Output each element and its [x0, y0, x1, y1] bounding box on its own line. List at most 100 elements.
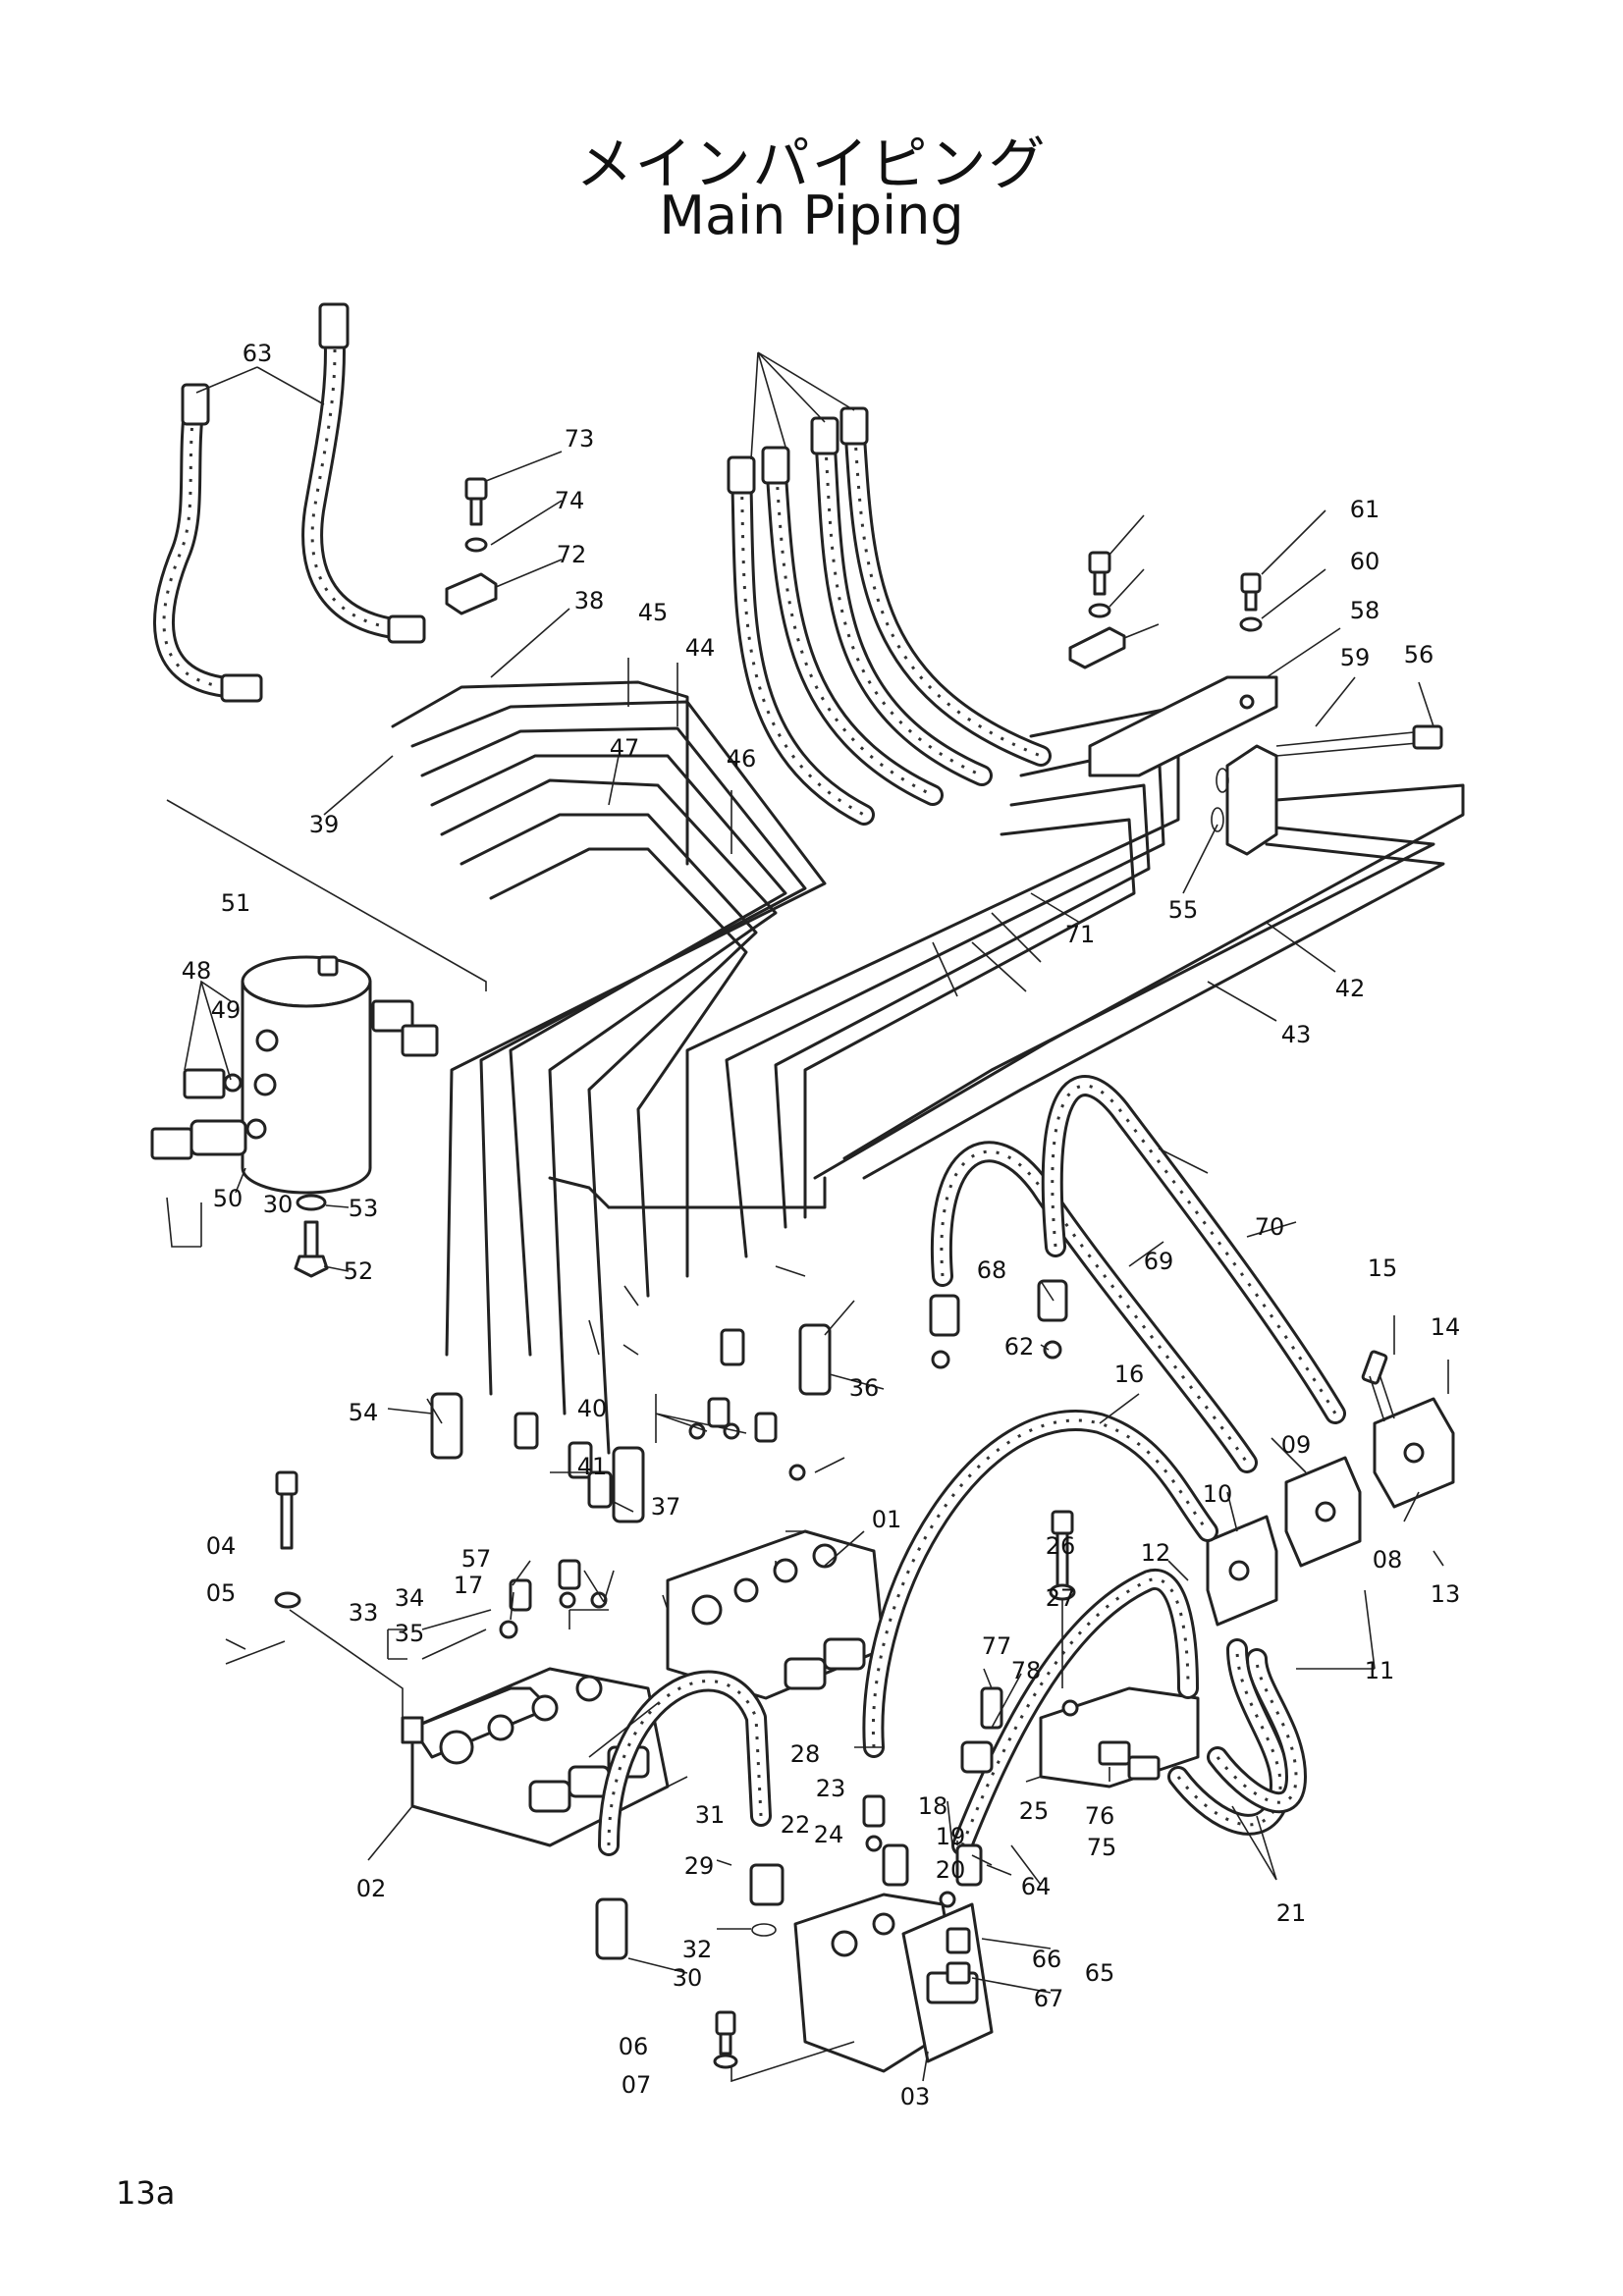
part-label-37: 37: [651, 1493, 681, 1521]
fitting-29-30-32: [595, 1863, 784, 1960]
part-label-42: 42: [1335, 975, 1366, 1002]
part-label-73: 73: [565, 425, 595, 453]
swivel-blocks-08-09-10: [1206, 1397, 1455, 1627]
part-label-58: 58: [1350, 597, 1380, 624]
part-label-49: 49: [211, 996, 242, 1024]
part-label-21: 21: [1276, 1899, 1307, 1927]
part-label-69: 69: [1144, 1248, 1174, 1275]
fittings-75-76: [1098, 1740, 1161, 1781]
bolts-73-74-72: [445, 477, 1263, 669]
part-label-59: 59: [1340, 644, 1371, 671]
part-label-04: 04: [206, 1532, 237, 1560]
part-label-33: 33: [349, 1599, 379, 1627]
leader-lines: [166, 351, 1449, 2082]
part-label-76: 76: [1085, 1802, 1115, 1830]
fitting-column-center: [688, 1323, 832, 1481]
hose-group-21: [1167, 1638, 1307, 1836]
part-label-52: 52: [344, 1257, 374, 1285]
hose-group-63-left: [153, 302, 426, 703]
part-label-13: 13: [1431, 1580, 1461, 1608]
rigid-pipe-bundle: [391, 680, 1465, 1455]
part-label-01: 01: [872, 1506, 902, 1533]
part-label-27: 27: [1046, 1584, 1076, 1612]
part-label-57: 57: [461, 1545, 492, 1573]
part-label-55: 55: [1168, 896, 1199, 924]
part-label-63: 63: [243, 340, 273, 367]
part-label-06: 06: [619, 2033, 649, 2060]
part-label-66: 66: [1032, 1946, 1062, 1973]
part-label-78: 78: [1011, 1657, 1042, 1684]
bracket-68: [1088, 675, 1278, 777]
part-label-26: 26: [1046, 1532, 1076, 1560]
bolt-11: [1361, 1350, 1395, 1422]
part-label-07: 07: [622, 2071, 652, 2099]
part-label-64: 64: [1021, 1873, 1052, 1900]
hose-group-64: [951, 1569, 1199, 1856]
part-label-30: 30: [673, 1964, 703, 1992]
part-label-25: 25: [1019, 1797, 1050, 1825]
part-label-11: 11: [1365, 1657, 1395, 1684]
part-label-17: 17: [454, 1572, 484, 1599]
part-label-34: 34: [395, 1584, 425, 1612]
part-label-09: 09: [1281, 1431, 1312, 1459]
part-label-71: 71: [1065, 921, 1096, 948]
part-label-51: 51: [221, 889, 251, 917]
part-label-24: 24: [814, 1821, 844, 1848]
bolt-52-washer-53: [294, 1194, 329, 1278]
part-label-16: 16: [1114, 1361, 1145, 1388]
part-label-46: 46: [727, 745, 757, 773]
hose-group-15-28: [862, 1410, 1218, 1758]
fitting-stack-22-24: [862, 1794, 983, 1908]
part-label-50: 50: [213, 1185, 243, 1212]
part-label-30: 30: [263, 1191, 294, 1218]
part-label-47: 47: [610, 734, 640, 762]
part-label-54: 54: [349, 1399, 379, 1426]
part-label-39: 39: [309, 811, 340, 838]
part-label-53: 53: [349, 1195, 379, 1222]
part-label-65: 65: [1085, 1959, 1115, 1987]
part-label-48: 48: [182, 957, 212, 985]
part-label-22: 22: [781, 1811, 811, 1839]
part-label-23: 23: [816, 1775, 846, 1802]
page-number: 13a: [116, 2174, 176, 2212]
part-label-45: 45: [638, 599, 669, 626]
bolt-26-washer-27: [1049, 1510, 1076, 1688]
tank-51: [241, 955, 439, 1195]
hose-group-31: [598, 1670, 772, 1856]
part-label-18: 18: [918, 1792, 948, 1820]
part-label-03: 03: [900, 2083, 931, 2110]
part-label-43: 43: [1281, 1021, 1312, 1048]
part-label-61: 61: [1350, 496, 1380, 523]
fitting-column-right: [929, 1279, 1068, 1369]
part-label-15: 15: [1368, 1255, 1398, 1282]
part-label-72: 72: [557, 541, 587, 568]
part-label-77: 77: [982, 1632, 1012, 1660]
hose-group-63-center: [727, 406, 1052, 826]
part-label-14: 14: [1431, 1313, 1461, 1341]
part-label-05: 05: [206, 1579, 237, 1607]
part-label-70: 70: [1255, 1213, 1285, 1241]
flange-62: [1225, 724, 1443, 856]
bolt-06-washer-07: [713, 2010, 855, 2083]
part-label-36: 36: [849, 1374, 880, 1402]
part-label-60: 60: [1350, 548, 1380, 575]
fittings-66-67: [946, 1927, 971, 1985]
part-label-62: 62: [1004, 1333, 1035, 1361]
part-label-28: 28: [790, 1740, 821, 1768]
part-label-44: 44: [685, 634, 716, 662]
part-label-12: 12: [1141, 1539, 1171, 1567]
part-label-35: 35: [395, 1620, 425, 1647]
fittings-48-49-50: [150, 1068, 267, 1160]
part-label-20: 20: [936, 1856, 966, 1884]
part-label-02: 02: [356, 1875, 387, 1902]
o-rings-60: [1211, 768, 1229, 832]
part-label-10: 10: [1203, 1480, 1233, 1508]
part-label-32: 32: [682, 1936, 713, 1963]
part-label-19: 19: [936, 1823, 966, 1850]
part-label-29: 29: [684, 1852, 715, 1880]
part-label-41: 41: [577, 1453, 608, 1480]
part-label-38: 38: [574, 587, 605, 614]
part-label-56: 56: [1404, 641, 1434, 668]
